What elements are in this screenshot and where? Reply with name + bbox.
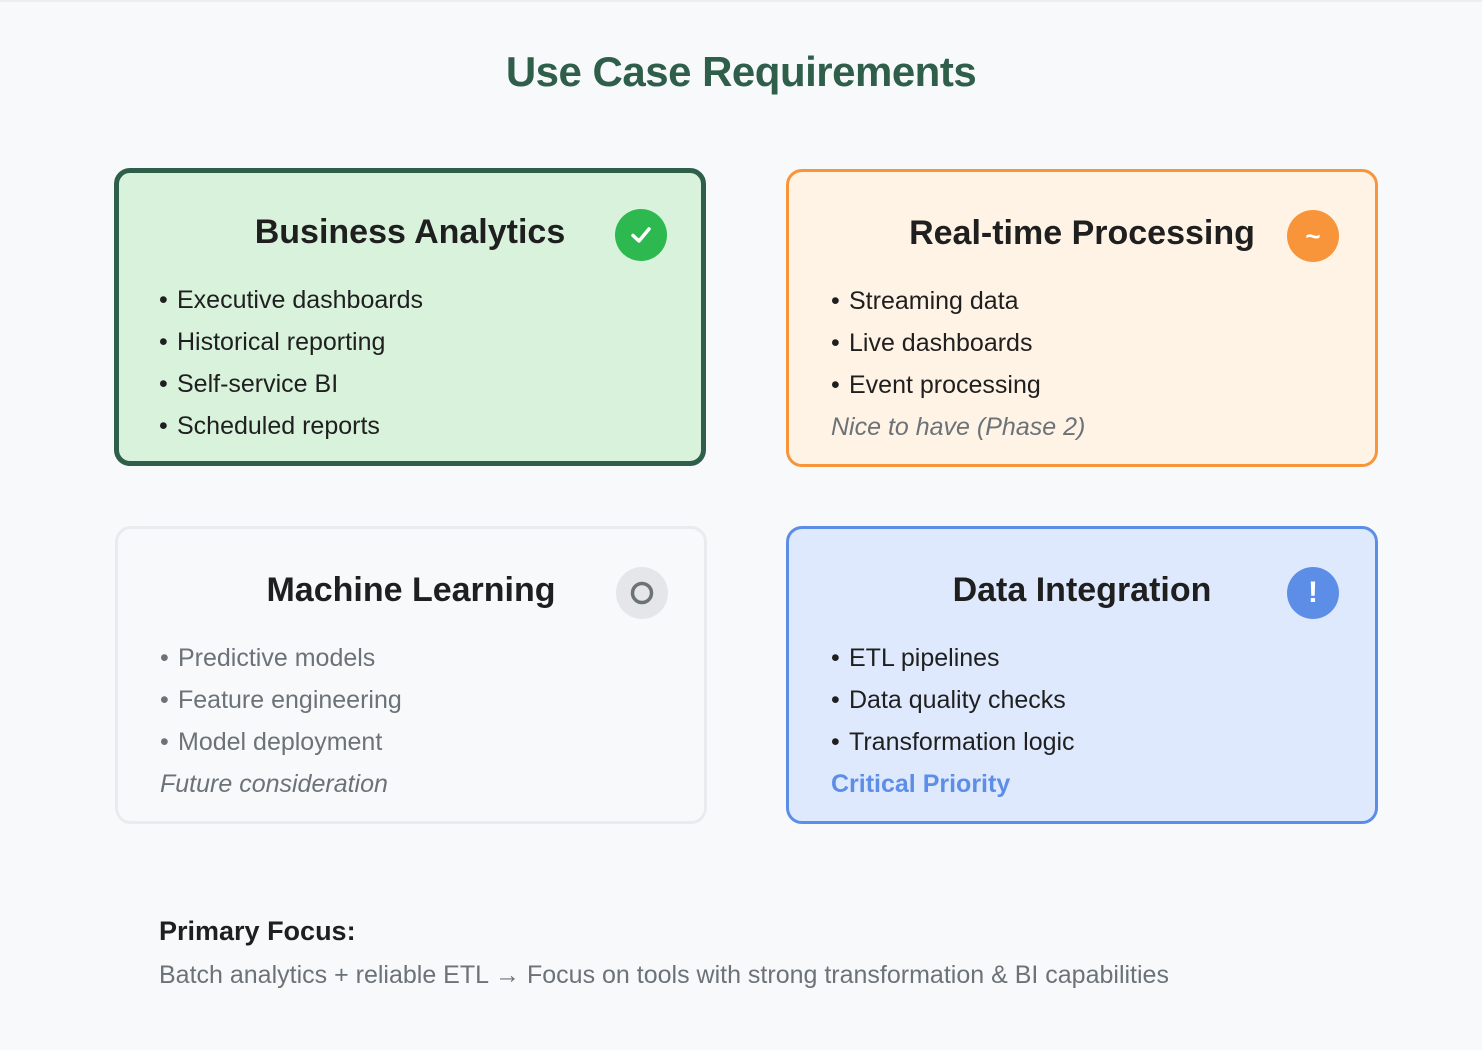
card-note: Future consideration — [160, 770, 388, 798]
item-list: •Streaming data •Live dashboards •Event … — [831, 280, 1085, 448]
tilde-icon: ~ — [1287, 210, 1339, 262]
primary-focus-text: Batch analytics + reliable ETL → Focus o… — [159, 961, 1169, 989]
primary-focus-label: Primary Focus: — [159, 916, 356, 946]
list-item: •Live dashboards — [831, 329, 1033, 357]
list-item: •Event processing — [831, 371, 1041, 399]
list-item: •Model deployment — [160, 728, 383, 756]
list-item: •Transformation logic — [831, 728, 1075, 756]
card-realtime-processing: Real-time Processing ~ •Streaming data •… — [786, 169, 1378, 467]
list-item: •Historical reporting — [159, 328, 386, 356]
card-title: Machine Learning — [266, 571, 556, 609]
item-list: •Executive dashboards •Historical report… — [159, 279, 423, 447]
list-item: •Scheduled reports — [159, 412, 380, 440]
list-item: •Self-service BI — [159, 370, 339, 398]
list-item: •Data quality checks — [831, 686, 1066, 714]
list-item: •Predictive models — [160, 644, 376, 672]
page-title: Use Case Requirements — [505, 48, 977, 95]
card-title: Real-time Processing — [909, 214, 1255, 252]
item-list: •ETL pipelines •Data quality checks •Tra… — [831, 637, 1075, 805]
list-item: •Streaming data — [831, 287, 1019, 315]
list-item: •Executive dashboards — [159, 286, 423, 314]
item-list: •Predictive models •Feature engineering … — [160, 637, 402, 805]
list-item: •Feature engineering — [160, 686, 402, 714]
card-note: Nice to have (Phase 2) — [831, 413, 1086, 441]
card-business-analytics: Business Analytics •Executive dashboards… — [114, 168, 706, 466]
circle-icon — [616, 567, 668, 619]
card-data-integration: Data Integration ! •ETL pipelines •Data … — [786, 526, 1378, 824]
card-machine-learning: Machine Learning •Predictive models •Fea… — [115, 526, 707, 824]
list-item: •ETL pipelines — [831, 644, 1000, 672]
card-title: Data Integration — [952, 571, 1212, 609]
check-icon — [615, 209, 667, 261]
card-note: Critical Priority — [831, 770, 1011, 798]
exclamation-icon: ! — [1287, 567, 1339, 619]
card-title: Business Analytics — [254, 213, 566, 251]
